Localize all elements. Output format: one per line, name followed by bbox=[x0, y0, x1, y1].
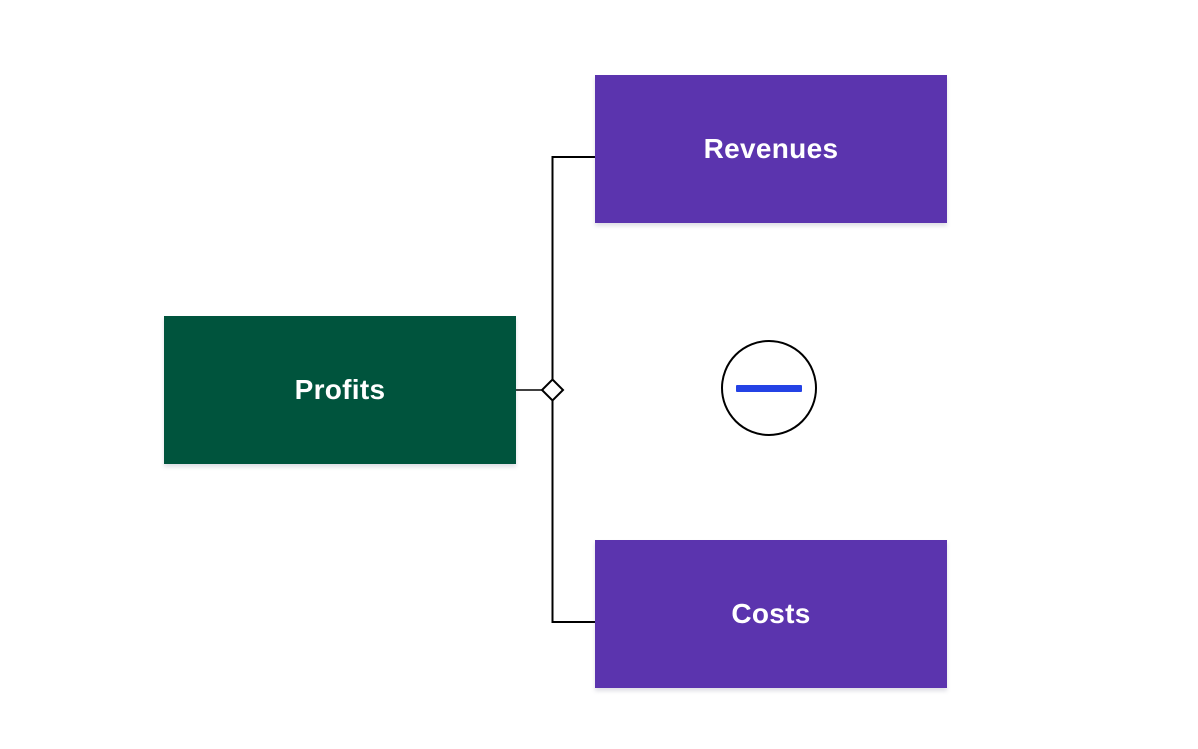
node-revenues-label: Revenues bbox=[703, 133, 839, 164]
diamond-junction-icon bbox=[540, 378, 565, 402]
node-revenues[interactable]: Revenues bbox=[595, 75, 947, 223]
node-profits-label: Profits bbox=[294, 374, 386, 405]
node-profits[interactable]: Profits bbox=[164, 316, 516, 464]
node-costs-label: Costs bbox=[731, 598, 811, 629]
minus-operator-node[interactable] bbox=[721, 340, 817, 436]
minus-icon bbox=[736, 384, 802, 392]
node-costs[interactable]: Costs bbox=[595, 540, 947, 688]
